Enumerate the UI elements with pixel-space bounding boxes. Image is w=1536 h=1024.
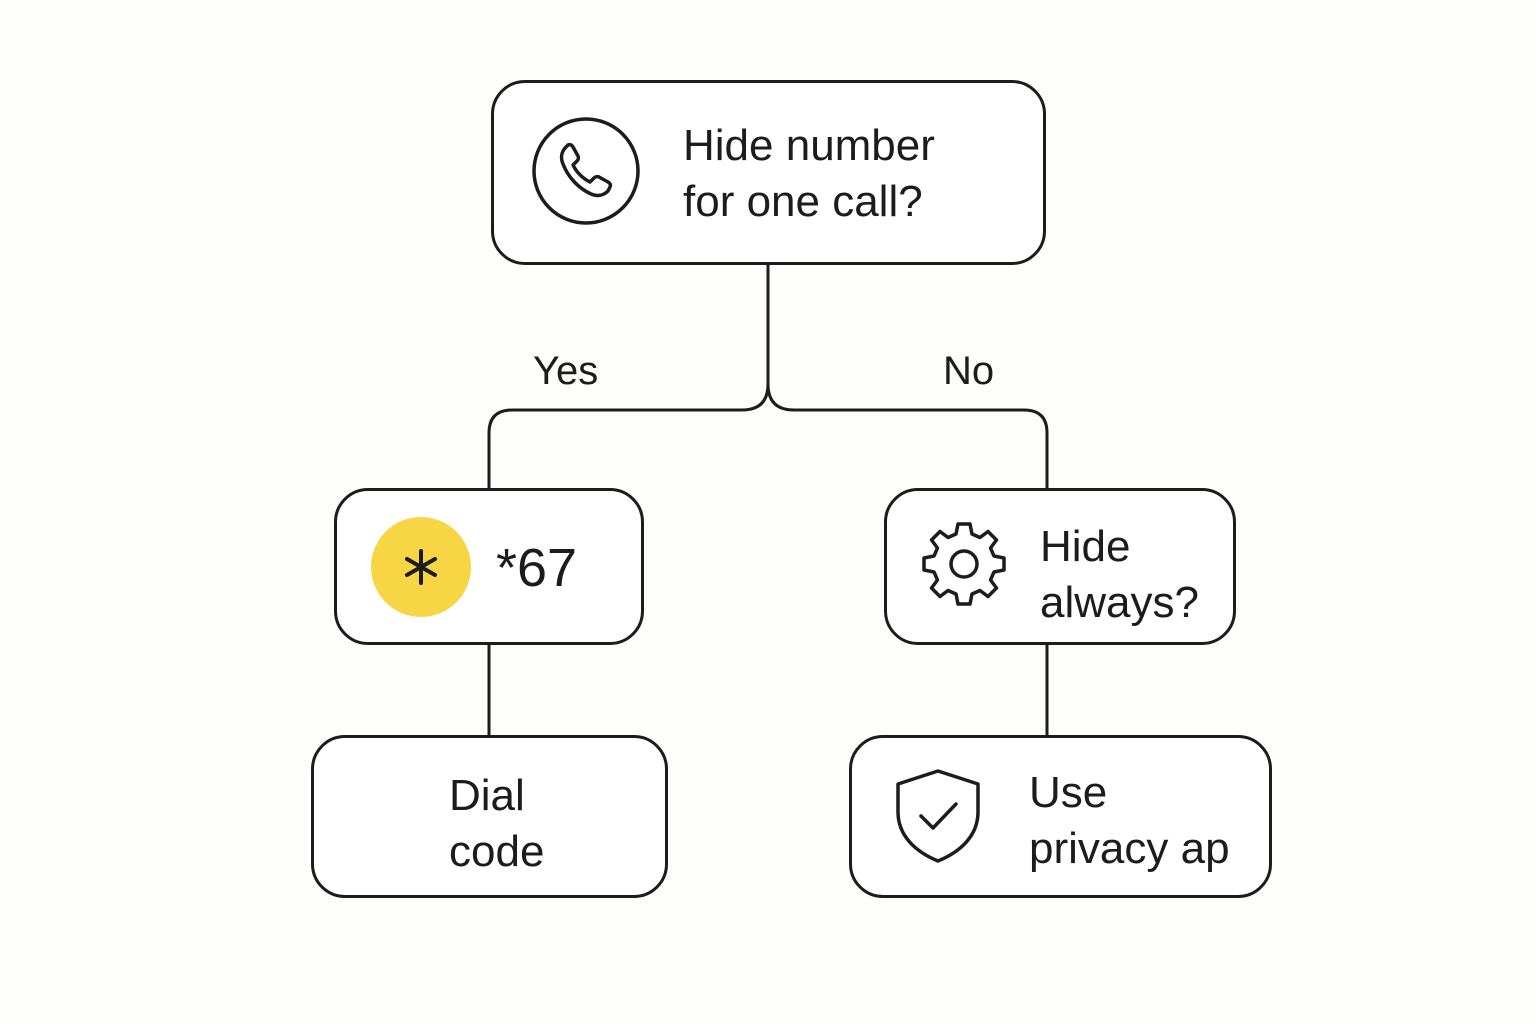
start-node (491, 80, 1046, 265)
code-node-text: *67 (496, 538, 578, 598)
dial-node-text: Dial code (449, 771, 545, 876)
connector-no-branch (766, 382, 1049, 490)
privacy-node-text: Use privacy ap (1029, 768, 1230, 873)
gear-icon (922, 522, 1006, 606)
always-node (884, 488, 1236, 645)
shield-check-icon (896, 769, 980, 863)
start-node-text: Hide number for one call? (683, 121, 935, 226)
always-node-text: Hide always? (1040, 522, 1199, 627)
asterisk-icon (371, 517, 471, 617)
phone-icon (532, 117, 640, 225)
branch-label-no: No (943, 349, 995, 393)
connector-yes-branch (487, 382, 770, 490)
branch-label-yes: Yes (533, 349, 599, 393)
dial-node (311, 735, 668, 898)
